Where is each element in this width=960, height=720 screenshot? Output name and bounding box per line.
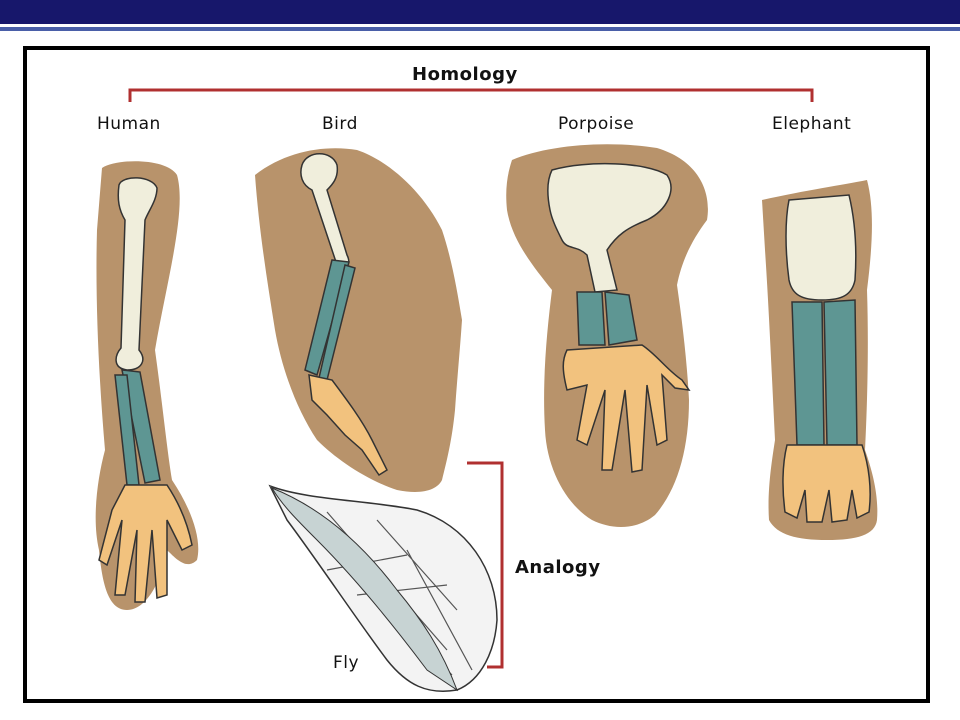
human-humerus (115, 177, 158, 371)
porpoise-ulna (604, 291, 638, 346)
fly-wing (268, 484, 498, 692)
elephant-ulna (823, 299, 858, 446)
bird-radius (304, 259, 350, 377)
porpoise-label: Porpoise (558, 114, 635, 134)
elephant-label: Elephant (772, 114, 852, 134)
porpoise-humerus (547, 162, 672, 293)
porpoise-hand-bones (562, 344, 691, 473)
human-label: Human (97, 114, 161, 134)
elephant-hand-bones (782, 444, 871, 523)
bird-label: Bird (322, 114, 358, 134)
diagram-frame: Homology Human Bird Porpoise Elephant An… (23, 46, 930, 703)
human-arm (95, 161, 199, 610)
porpoise-radius (576, 291, 606, 346)
homology-bracket (128, 88, 814, 102)
homology-label: Homology (412, 64, 518, 85)
bird-skin (255, 148, 462, 492)
analogy-label: Analogy (515, 557, 601, 578)
header-line (0, 27, 960, 31)
analogy-bracket (467, 461, 504, 669)
elephant-radius (791, 301, 825, 446)
human-radius (121, 369, 161, 484)
bird-hand-bones (308, 374, 388, 477)
human-hand-bones (98, 484, 193, 603)
fly-label: Fly (333, 653, 360, 673)
bird-humerus (300, 153, 350, 268)
limb-illustration (95, 88, 878, 692)
bird-wing (255, 148, 462, 492)
elephant-leg (762, 180, 878, 540)
header-bar (0, 0, 960, 24)
elephant-humerus (785, 194, 857, 301)
porpoise-flipper (506, 144, 708, 527)
